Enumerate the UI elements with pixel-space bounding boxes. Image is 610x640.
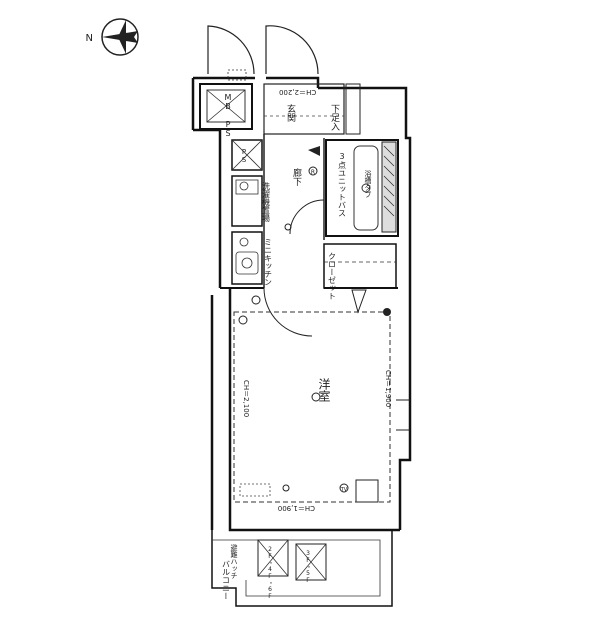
north-arrow-icon: N — [86, 18, 139, 56]
balcony-label: バルコニー — [222, 560, 231, 600]
closet: クローゼット — [323, 243, 397, 314]
unit-bath: 3点ユニットバス 浴槽タブ — [325, 139, 399, 237]
kitchen-label: ミニキッチン — [264, 238, 273, 286]
escape-hatch-35: 3F・5F — [295, 543, 327, 584]
escape-hatch-24-6: 2F・4F・6F — [257, 539, 289, 600]
mb-ps-label: MB PS — [224, 93, 233, 138]
shoe-cabinet-label: 下足入 — [329, 104, 340, 131]
hatch-24-6-label: 2F・4F・6F — [267, 546, 274, 600]
corridor: 廊下 R — [263, 134, 325, 288]
compass-north-label: N — [86, 33, 93, 44]
entrance-ch-label: CH＝2,200 — [279, 88, 316, 96]
washer-label: 洗濯機置場 — [262, 181, 271, 223]
entrance-label: 玄関 — [285, 103, 296, 123]
escape-hatch-label: 避難ハッチ — [230, 543, 238, 579]
outer-walls — [191, 76, 412, 532]
room-ch-bottom-label: CH＝1,900 — [278, 504, 315, 512]
bath-tub-label: 浴槽タブ — [364, 169, 372, 198]
room-ch-right-label: CH＝1,900 — [384, 370, 392, 407]
mini-kitchen: ミニキッチン — [231, 231, 273, 286]
bath-label: 3点ユニットバス — [338, 152, 347, 217]
entrance-area: CH＝2,200 玄関 下足入 — [263, 83, 361, 135]
balcony: バルコニー 避難ハッチ 2F・4F・6F 3F・5F — [211, 530, 393, 607]
room-ch-left-label: CH＝2,100 — [242, 380, 250, 417]
ps-label: PS — [240, 148, 248, 164]
tv-outlet-label: TV — [340, 487, 348, 493]
corridor-label: 廊下 — [291, 167, 302, 187]
closet-label: クローゼット — [328, 252, 337, 300]
western-room: 洋室 CH＝2,100 CH＝1,900 TV CH＝1,900 — [220, 287, 410, 512]
ps-shaft: PS — [231, 139, 263, 171]
corridor-r-label: R — [311, 169, 315, 176]
western-room-label: 洋室 — [317, 377, 331, 402]
washer-space: 洗濯機置場 — [231, 175, 271, 227]
hatch-35-label: 3F・5F — [305, 550, 312, 584]
mb-ps-shaft: MB PS — [199, 69, 253, 138]
entrance-door — [207, 25, 319, 75]
